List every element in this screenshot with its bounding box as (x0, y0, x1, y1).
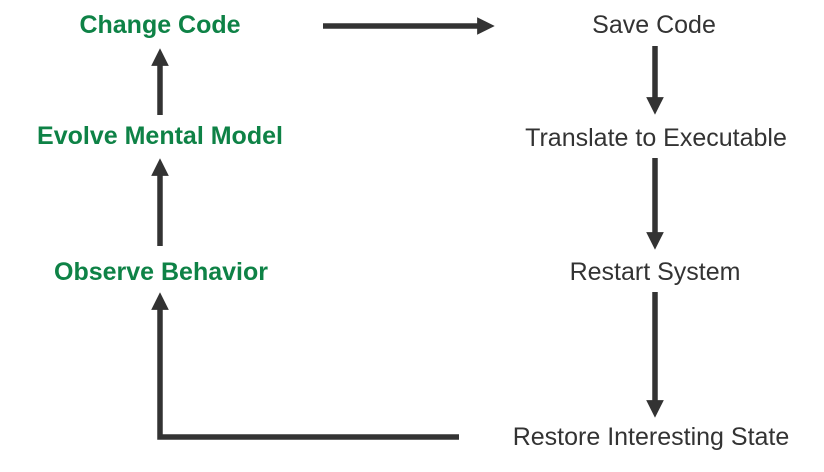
node-restart-system: Restart System (569, 258, 741, 286)
node-translate-to-executable: Translate to Executable (525, 124, 787, 152)
node-observe-behavior: Observe Behavior (54, 258, 268, 286)
node-change-code: Change Code (79, 11, 241, 39)
node-evolve-mental-model: Evolve Mental Model (37, 122, 283, 150)
arrow-restore-state-to-observe-behavior (151, 292, 459, 440)
node-save-code: Save Code (592, 11, 716, 39)
node-restore-interesting-state: Restore Interesting State (512, 423, 790, 451)
